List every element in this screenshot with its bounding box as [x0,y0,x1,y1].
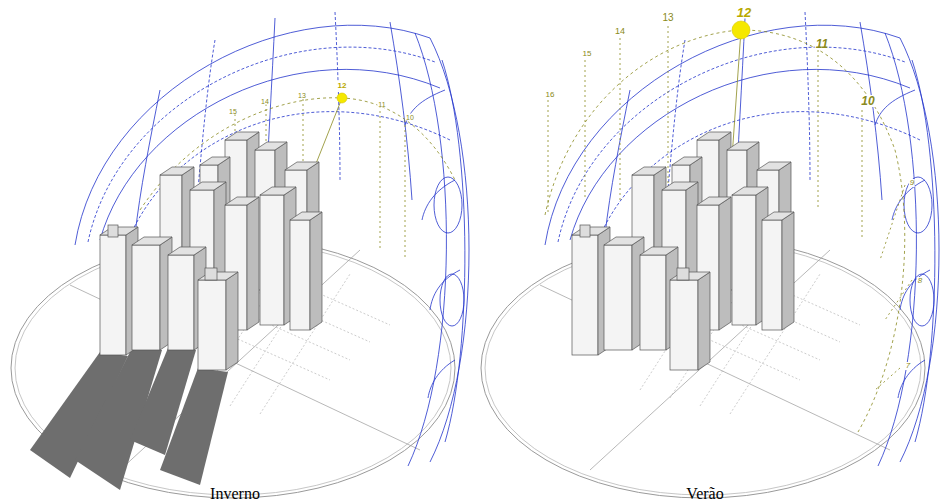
hour-label: 11 [815,38,829,50]
hour-label: 13 [661,13,674,23]
hour-label: 14 [260,98,270,105]
hour-label: 15 [582,50,593,58]
panel-caption: Inverno [210,486,260,502]
hour-label: 16 [545,91,556,99]
hour-label: 14 [614,27,626,36]
hour-label: 13 [297,92,307,99]
hour-label: 9 [909,179,915,187]
hour-label: 12 [736,6,752,19]
hour-label: 7 [905,362,911,370]
hour-label: 11 [377,101,386,108]
hour-label: 12 [337,82,348,90]
hour-label: 10 [405,114,415,121]
panel-caption: Verão [686,486,723,502]
hour-label: 8 [917,277,923,285]
hour-label: 10 [860,95,875,107]
hour-label: 15 [228,108,238,115]
